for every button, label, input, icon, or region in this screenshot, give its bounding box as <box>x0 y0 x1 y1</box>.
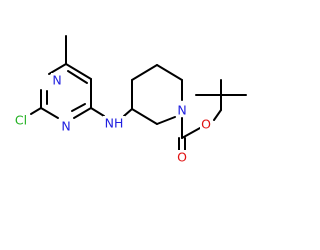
bond-pip-n-c2 <box>156 116 176 125</box>
bond-c6-c5-inner <box>67 70 88 84</box>
bond-c6-c5 <box>65 63 92 80</box>
bond-nh-c3 <box>123 108 133 117</box>
ring-nitrogen-bottom-label: N <box>61 119 70 134</box>
bond-n3-c2 <box>40 107 59 119</box>
bond-carbonyl-ester <box>181 127 201 139</box>
atom-labels: N N Cl NH N O O <box>12 73 212 165</box>
amine-nh-label: NH <box>105 116 124 131</box>
bond-c2-cl <box>30 107 42 115</box>
bond-c4-n3 <box>73 107 92 119</box>
molecule-structure: N N Cl NH N O O <box>12 35 247 165</box>
carbonyl-oxygen-label: O <box>177 150 187 165</box>
ring-nitrogen-top-label: N <box>52 73 61 88</box>
bond-pip-c2-c3 <box>131 108 158 125</box>
bond-n1-c6 <box>48 63 67 75</box>
bonds <box>30 35 247 151</box>
bond-c4-nh <box>90 107 105 117</box>
piperidine-nitrogen-label: N <box>177 103 186 118</box>
ester-oxygen-label: O <box>201 117 211 132</box>
bond-c4-n3-inner <box>71 103 86 112</box>
bond-pip-c5-c6 <box>156 64 183 81</box>
bond-pip-c4-c5 <box>131 64 158 81</box>
bond-o-tbu <box>213 109 222 121</box>
chlorine-label: Cl <box>15 113 27 128</box>
